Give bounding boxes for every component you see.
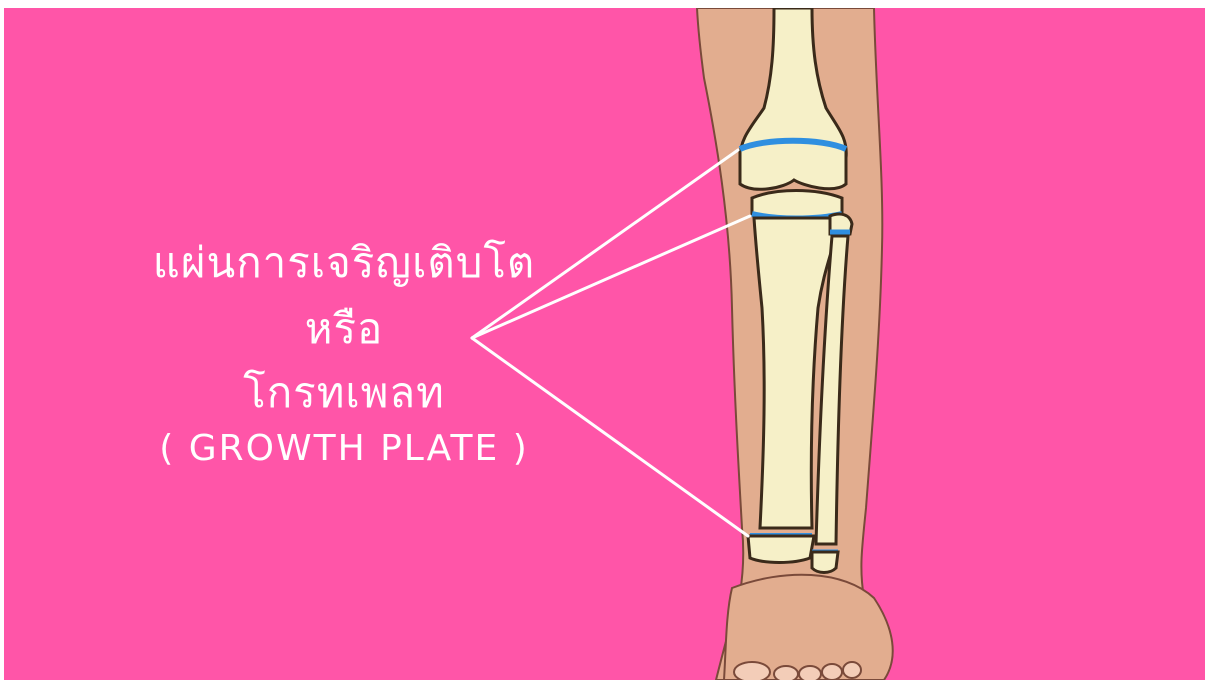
caption-english-line: ( GROWTH PLATE ) bbox=[114, 428, 574, 469]
tibia-epiphysis-bottom bbox=[748, 536, 814, 563]
illustration-canvas: แผ่นการเจริญเติบโต หรือ โกรทเพลท ( GROWT… bbox=[4, 8, 1205, 680]
caption-thai-line-1: แผ่นการเจริญเติบโต bbox=[114, 230, 574, 296]
caption-thai-line-2: หรือ bbox=[114, 296, 574, 362]
caption-thai-line-3: โกรทเพลท bbox=[114, 360, 574, 426]
fibula-epiphysis-bottom bbox=[812, 552, 838, 573]
femur-epiphysis bbox=[740, 141, 846, 189]
